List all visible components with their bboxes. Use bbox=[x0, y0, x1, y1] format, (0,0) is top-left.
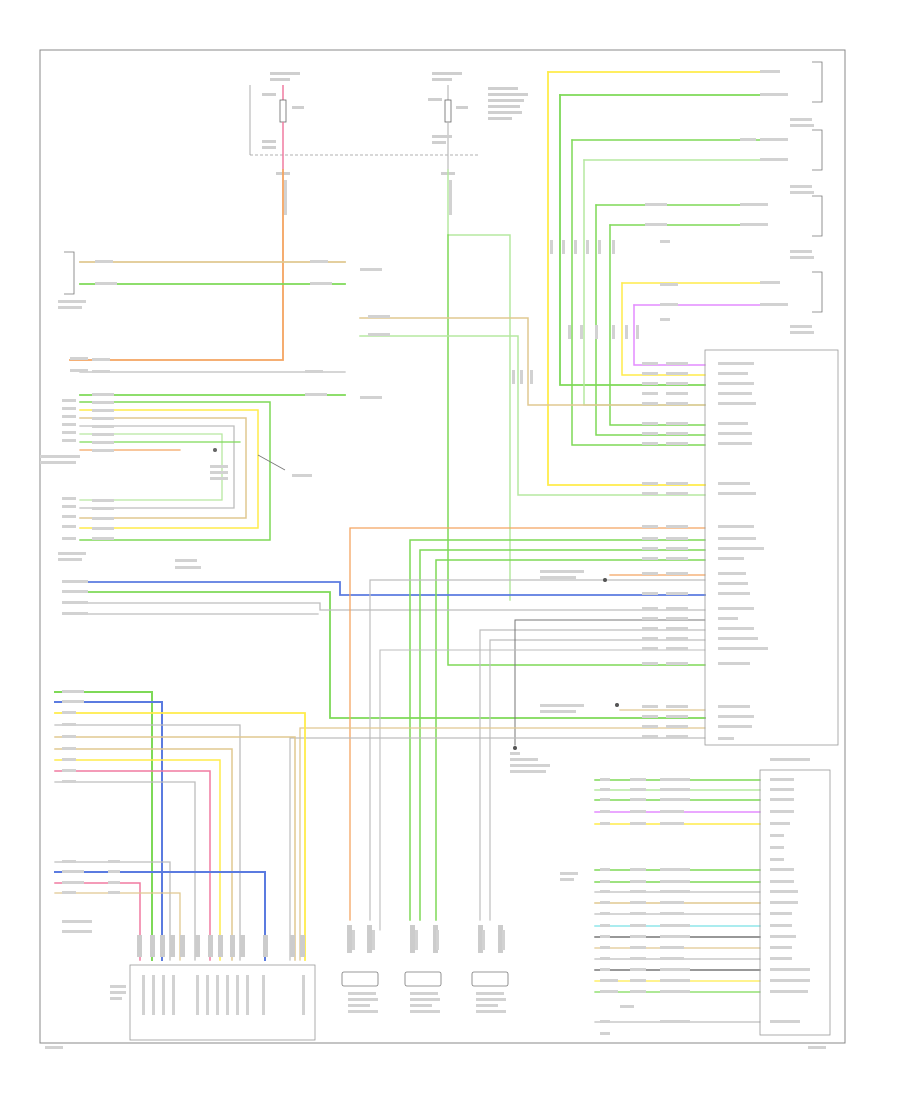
lower-left-pins bbox=[137, 925, 503, 957]
speaker-lower-1 bbox=[341, 971, 379, 987]
fuse-area bbox=[249, 72, 528, 175]
speaker-connector-2 bbox=[812, 129, 823, 171]
speaker-lower-3 bbox=[471, 971, 509, 987]
radio-module-box bbox=[704, 349, 839, 746]
lower-left-connector-box bbox=[129, 964, 316, 1041]
speaker-lower-2 bbox=[404, 971, 442, 987]
amplifier-connector-box bbox=[759, 769, 831, 1036]
vertical-pin-labels bbox=[142, 180, 639, 1015]
illegible-labels bbox=[40, 70, 826, 1049]
connector-upper-left bbox=[64, 251, 75, 295]
fuse-left bbox=[279, 99, 287, 123]
speaker-connector-4 bbox=[812, 271, 823, 313]
speaker-connector-1 bbox=[812, 61, 823, 103]
fuse-right bbox=[444, 99, 452, 123]
speaker-connector-3 bbox=[812, 195, 823, 237]
junction-dots bbox=[513, 578, 619, 750]
components bbox=[64, 61, 839, 1041]
diagram-border bbox=[39, 49, 846, 1044]
